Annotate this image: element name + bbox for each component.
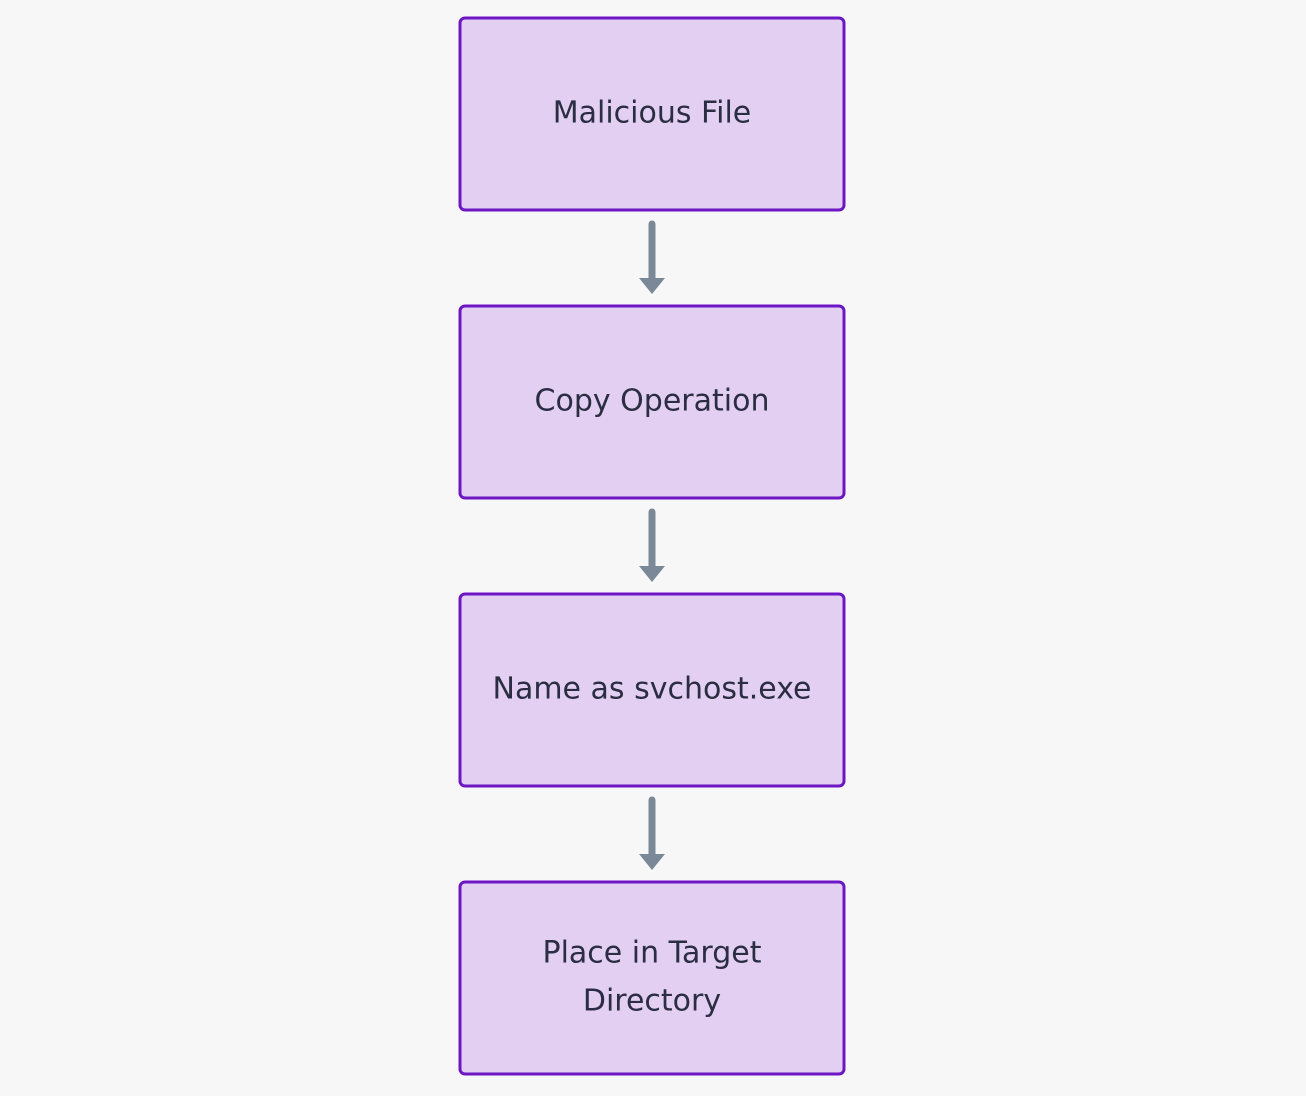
arrow-head-icon: [639, 278, 665, 294]
arrow-name-as-svchost-to-place-in-target-directory: [639, 796, 665, 870]
arrow-head-icon: [639, 566, 665, 582]
node-box: [458, 16, 846, 212]
node-label: Place in Target: [543, 936, 762, 971]
node-box: [458, 880, 846, 1076]
node-label: Malicious File: [553, 96, 752, 131]
arrow-head-icon: [639, 854, 665, 870]
arrow-copy-operation-to-name-as-svchost: [639, 508, 665, 582]
node-label: Name as svchost.exe: [493, 672, 812, 707]
node-copy-operation: Copy Operation: [458, 304, 846, 500]
edges-layer: [639, 220, 665, 870]
node-name-as-svchost: Name as svchost.exe: [458, 592, 846, 788]
node-label: Directory: [583, 984, 721, 1019]
arrow-malicious-file-to-copy-operation: [639, 220, 665, 294]
node-box: [458, 592, 846, 788]
node-box: [458, 304, 846, 500]
node-label: Copy Operation: [535, 384, 770, 419]
node-malicious-file: Malicious File: [458, 16, 846, 212]
